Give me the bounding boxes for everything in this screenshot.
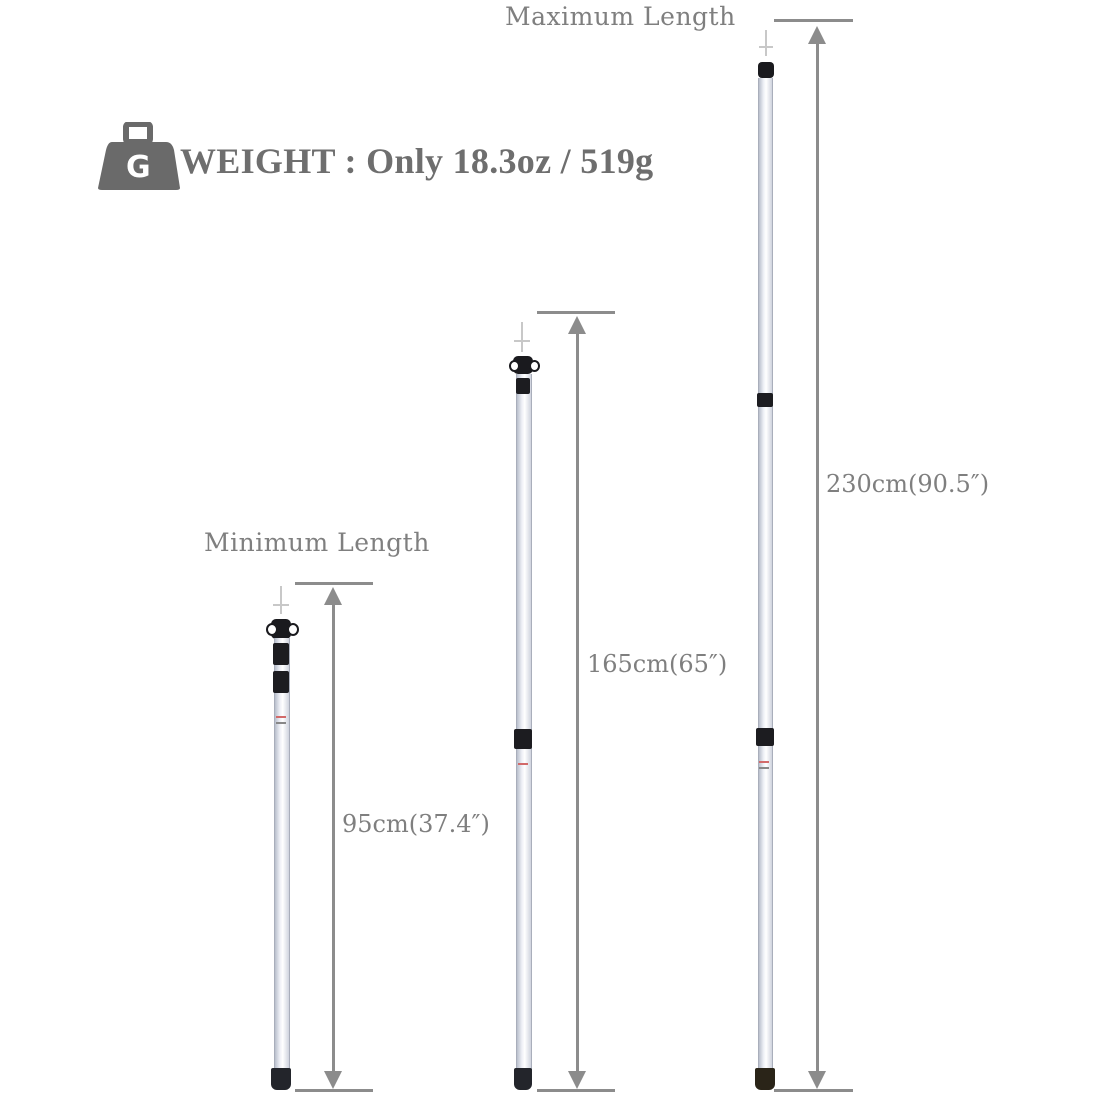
minimum-length-label: Minimum Length xyxy=(204,528,430,557)
maximum-length-label: Maximum Length xyxy=(505,2,736,31)
max-length-value: 230cm(90.5″) xyxy=(826,470,990,498)
weight-icon-letter: G xyxy=(126,150,151,185)
mid-length-value: 165cm(65″) xyxy=(587,650,728,678)
weight-kettlebell-icon xyxy=(98,121,180,190)
weight-text: WEIGHT : Only 18.3oz / 519g xyxy=(180,141,654,181)
weight-badge: G xyxy=(98,121,180,192)
min-length-value: 95cm(37.4″) xyxy=(342,810,490,838)
